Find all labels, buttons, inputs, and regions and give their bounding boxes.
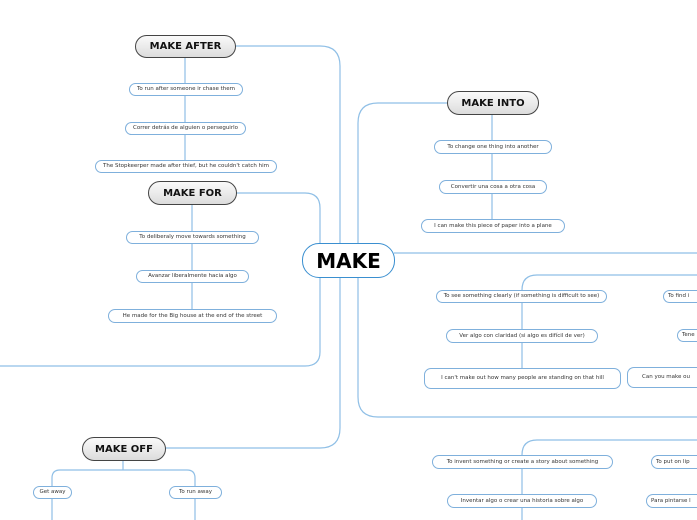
topic-make-for[interactable]: MAKE FOR [148, 181, 237, 205]
leaf-node[interactable]: To deliberaly move towards something [126, 231, 259, 244]
leaf-node[interactable]: I can't make out how many people are sta… [424, 368, 621, 389]
topic-make-off[interactable]: MAKE OFF [82, 437, 166, 461]
leaf-node[interactable]: Convertir una cosa a otra cosa [439, 180, 547, 194]
leaf-node[interactable]: Correr detrás de alguien o perseguirlo [125, 122, 246, 135]
leaf-node[interactable]: To change one thing into another [434, 140, 552, 154]
leaf-node[interactable]: To put on lip [651, 455, 697, 469]
leaf-node[interactable]: To see something clearly (if something i… [436, 290, 607, 303]
leaf-node[interactable]: Tene [677, 329, 697, 342]
leaf-node[interactable]: Ver algo con claridad (si algo es difíci… [446, 329, 598, 343]
leaf-node[interactable]: Get away [33, 486, 72, 499]
leaf-node[interactable]: Can you make ou [627, 367, 697, 388]
leaf-node[interactable]: The Stopkeerper made after thief, but he… [95, 160, 277, 173]
central-topic[interactable]: MAKE [302, 243, 395, 278]
topic-make-into[interactable]: MAKE INTO [447, 91, 539, 115]
leaf-node[interactable]: Inventar algo o crear una historia sobre… [447, 494, 597, 508]
leaf-node[interactable]: To run away [169, 486, 222, 499]
topic-make-after[interactable]: MAKE AFTER [135, 35, 236, 58]
leaf-node[interactable]: To invent something or create a story ab… [432, 455, 613, 469]
leaf-node[interactable]: To find i [663, 290, 697, 303]
leaf-node[interactable]: He made for the Big house at the end of … [108, 309, 277, 323]
leaf-node[interactable]: Avanzar liberalmente hacia algo [136, 270, 249, 283]
leaf-node[interactable]: I can make this piece of paper into a pl… [421, 219, 565, 233]
leaf-node[interactable]: To run after someone ir chase them [129, 83, 243, 96]
leaf-node[interactable]: Para pintarse l [646, 494, 697, 508]
